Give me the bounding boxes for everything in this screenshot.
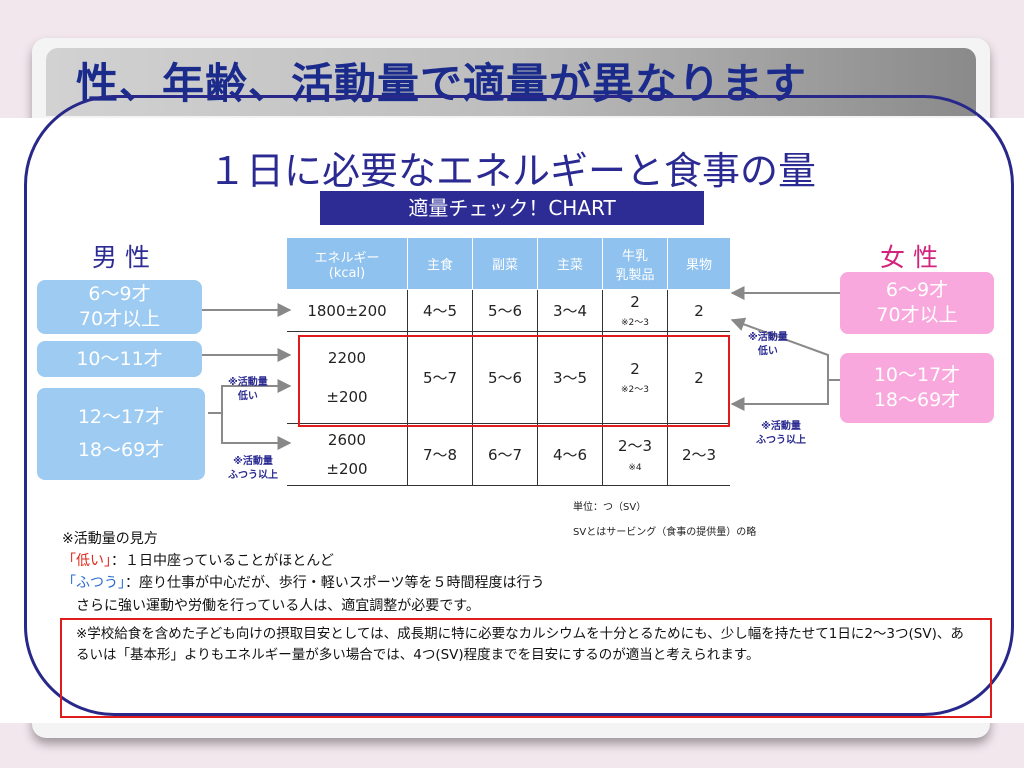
cell-side: 5～6 xyxy=(472,289,538,332)
header-energy: エネルギー (kcal) xyxy=(287,237,408,290)
header-milk-line-1: 牛乳 xyxy=(621,248,648,264)
unit-note: 単位：つ（SV） xyxy=(573,502,647,513)
cell-staple: 4～5 xyxy=(407,289,473,332)
cell-fruit: 2 xyxy=(667,289,730,332)
cell-main: 4～6 xyxy=(537,423,603,486)
table-row: 2600 ±200 7～8 6～7 4～6 2～3 ※4 2～3 xyxy=(287,423,730,486)
cell-energy-a: 2600 xyxy=(327,431,367,449)
female-group-1: 6～9才 70才以上 xyxy=(840,272,994,334)
cell-milk: 2 ※2～3 xyxy=(602,331,668,424)
cell-energy: 1800±200 xyxy=(287,289,408,332)
cell-milk-note: ※2～3 xyxy=(621,384,649,395)
female-group-1-line-1: 6～9才 xyxy=(885,279,949,302)
female-normal-label-line-1: ※活動量 xyxy=(761,421,801,432)
male-normal-label-line-1: ※活動量 xyxy=(233,456,273,467)
female-group-1-line-2: 70才以上 xyxy=(876,304,958,326)
cell-main: 3～5 xyxy=(537,331,603,424)
activity-low-key: 「低い」 xyxy=(62,553,111,569)
cell-side: 6～7 xyxy=(472,423,538,486)
activity-normal: 「ふつう」：座り仕事が中心だが、歩行・軽いスポーツ等を５時間程度は行う xyxy=(62,574,544,593)
serving-table: エネルギー (kcal) 主食 副菜 主菜 牛乳 乳製品 果物 1800±200… xyxy=(287,237,730,486)
cell-energy-b: ±200 xyxy=(326,459,368,478)
female-low-label: ※活動量 低い xyxy=(748,331,788,358)
highlight-box xyxy=(298,335,730,427)
male-group-2-line-1: 10～11才 xyxy=(76,347,163,370)
cell-milk-value: 2 xyxy=(630,359,640,378)
title-bar: 性、年齢、活動量で適量が異なります xyxy=(46,48,976,116)
header-staple: 主食 xyxy=(407,237,473,290)
chart-label: 適量チェック！CHART xyxy=(320,191,704,225)
cell-side: 5～6 xyxy=(472,331,538,424)
header-energy-line-2: (kcal) xyxy=(328,265,366,281)
activity-low-text: ：１日中座っていることがほとんど xyxy=(111,553,334,569)
arrow-female-2b xyxy=(730,317,829,380)
female-group-2: 10～17才 18～69才 xyxy=(840,353,994,423)
cell-energy-a: 2200 xyxy=(327,348,367,367)
female-normal-label: ※活動量 ふつう以上 xyxy=(756,420,806,447)
activity-low: 「低い」：１日中座っていることがほとんど xyxy=(62,552,334,571)
male-group-1-line-2: 70才以上 xyxy=(78,308,161,330)
female-group-2-line-1: 10～17才 xyxy=(873,364,961,387)
male-group-3-line-2: 18～69才 xyxy=(77,439,165,461)
table-row: 2200 ±200 5～7 5～6 3～5 2 ※2～3 2 xyxy=(287,331,730,424)
male-low-label: ※活動量 低い xyxy=(228,376,268,403)
arrow-male-3a xyxy=(208,379,292,414)
table-header-row: エネルギー (kcal) 主食 副菜 主菜 牛乳 乳製品 果物 xyxy=(287,237,730,290)
male-low-label-line-1: ※活動量 xyxy=(228,377,268,388)
female-low-label-line-1: ※活動量 xyxy=(748,332,788,343)
cell-fruit: 2～3 xyxy=(667,423,730,486)
header-milk: 牛乳 乳製品 xyxy=(602,237,668,290)
sv-note: SVとはサービング（食事の提供量）の略 xyxy=(573,527,757,538)
activity-normal-text: ：座り仕事が中心だが、歩行・軽いスポーツ等を５時間程度は行う xyxy=(125,575,545,591)
female-low-label-line-2: 低い xyxy=(757,345,778,357)
main-title: １日に必要なエネルギーと食事の量 xyxy=(207,149,816,193)
arrow-male-3b xyxy=(221,413,292,450)
header-milk-line-2: 乳製品 xyxy=(615,267,655,283)
cell-milk-note: ※4 xyxy=(628,463,642,473)
table-row: 1800±200 4～5 5～6 3～4 2 ※2～3 2 xyxy=(287,289,730,332)
footnote-box: ※学校給食を含めた子ども向けの摂取目安としては、成長期に特に必要なカルシウムを十… xyxy=(60,618,992,718)
male-low-label-line-2: 低い xyxy=(237,390,258,402)
activity-extra: さらに強い運動や労働を行っている人は、適宜調整が必要です。 xyxy=(76,598,480,614)
female-normal-label-line-2: ふつう以上 xyxy=(756,434,806,446)
cell-fruit: 2 xyxy=(667,331,730,424)
male-group-3: 12～17才 18～69才 xyxy=(37,388,205,480)
cell-energy-b: ±200 xyxy=(326,387,368,406)
cell-staple: 7～8 xyxy=(407,423,473,486)
male-normal-label: ※活動量 ふつう以上 xyxy=(228,455,278,482)
male-group-1-line-1: 6～9才 xyxy=(88,283,151,306)
male-group-1: 6～9才 70才以上 xyxy=(37,280,202,334)
cell-milk: 2 ※2～3 xyxy=(602,289,668,332)
cell-main: 3～4 xyxy=(537,289,603,332)
male-group-2: 10～11才 xyxy=(37,341,202,377)
activity-heading: ※活動量の見方 xyxy=(62,531,158,547)
cell-milk-value: 2 xyxy=(630,292,640,311)
male-header: 男 性 xyxy=(92,243,150,272)
header-energy-line-1: エネルギー xyxy=(314,250,380,266)
footnote-text: ※学校給食を含めた子ども向けの摂取目安としては、成長期に特に必要なカルシウムを十… xyxy=(76,626,964,663)
cell-energy: 2600 ±200 xyxy=(287,423,408,486)
male-group-3-line-1: 12～17才 xyxy=(77,406,165,429)
activity-normal-key: 「ふつう」 xyxy=(62,575,125,591)
male-normal-label-line-2: ふつう以上 xyxy=(228,469,278,481)
cell-milk: 2～3 ※4 xyxy=(602,423,668,486)
rounded-frame xyxy=(24,95,1014,716)
cell-milk-value: 2～3 xyxy=(617,437,653,455)
header-side: 副菜 xyxy=(472,237,538,290)
cell-milk-note: ※2～3 xyxy=(621,317,649,328)
header-main: 主菜 xyxy=(537,237,603,290)
female-group-2-line-2: 18～69才 xyxy=(873,389,961,411)
female-header: 女 性 xyxy=(880,243,938,272)
slide-title: 性、年齢、活動量で適量が異なります xyxy=(76,59,808,108)
header-fruit: 果物 xyxy=(667,237,730,290)
arrow-female-2a xyxy=(730,379,840,411)
